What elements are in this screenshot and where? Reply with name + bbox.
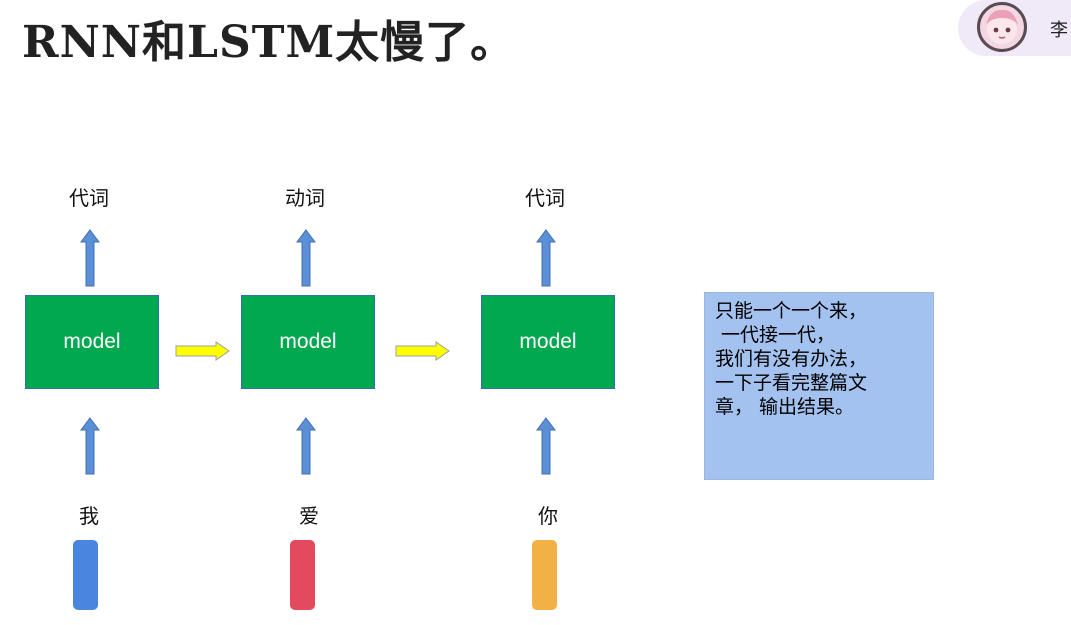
output-label-2: 动词 (285, 186, 325, 210)
input-label-3: 你 (538, 504, 558, 528)
right-arrow-2 (395, 341, 450, 361)
output-label-3: 代词 (525, 186, 565, 210)
model-label-1: model (63, 330, 121, 353)
up-arrow-input-1 (80, 417, 100, 475)
model-label-3: model (519, 330, 577, 353)
token-bar-1 (73, 540, 98, 610)
note-line-1: 只能一个一个来， (715, 300, 868, 322)
slide-title: RNN和LSTM太慢了。 (22, 17, 516, 68)
note-box: 只能一个一个来， 一代接一代， 我们有没有办法， 一下子看完整篇文 章， 输出结… (704, 292, 934, 480)
note-line-5: 一下子看完整篇文 (715, 372, 868, 394)
right-arrow-1 (175, 341, 230, 361)
note-line-2: 一代接一代， (715, 324, 836, 346)
model-box-1: model (25, 295, 159, 389)
user-name: 李 (1050, 20, 1068, 41)
output-label-1: 代词 (69, 186, 109, 210)
input-label-2: 爱 (299, 504, 319, 528)
avatar-face-icon (986, 9, 1018, 44)
model-box-2: model (241, 295, 375, 389)
up-arrow-input-2 (296, 417, 316, 475)
model-box-3: model (481, 295, 615, 389)
avatar[interactable] (977, 2, 1027, 52)
up-arrow-output-1 (80, 229, 100, 287)
token-bar-3 (532, 540, 557, 610)
note-line-4: 我们有没有办法， (715, 348, 868, 370)
model-label-2: model (279, 330, 337, 353)
up-arrow-output-3 (536, 229, 556, 287)
token-bar-2 (290, 540, 315, 610)
up-arrow-input-3 (536, 417, 556, 475)
input-label-1: 我 (79, 504, 99, 528)
up-arrow-output-2 (296, 229, 316, 287)
note-line-6: 章， 输出结果。 (715, 396, 855, 418)
